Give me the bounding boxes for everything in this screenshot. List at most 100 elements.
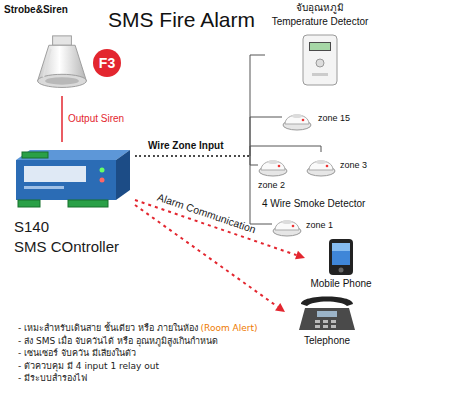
node-art xyxy=(32,34,92,98)
smoke-detector-illustration xyxy=(258,152,288,178)
temperature-node: จับอุณหภูมิ Temperature Detector xyxy=(265,2,377,88)
art-part xyxy=(16,160,116,200)
art-part xyxy=(329,239,353,275)
node-text: zone 1 xyxy=(306,220,333,231)
art-part xyxy=(315,325,320,328)
smoke-detector-illustration xyxy=(272,212,302,238)
art-part xyxy=(24,186,64,189)
art-part xyxy=(317,311,337,317)
node-art xyxy=(258,152,288,182)
art-part xyxy=(309,42,331,51)
node-text: จับอุณหภูมิ xyxy=(265,2,375,14)
node-art xyxy=(297,292,357,336)
art-part xyxy=(292,114,302,118)
art-part xyxy=(24,166,86,182)
node-text: zone 2 xyxy=(258,180,285,191)
siren-illustration xyxy=(32,34,92,94)
node-text: Temperature Detector xyxy=(265,16,375,28)
art-part xyxy=(100,168,105,173)
art-part xyxy=(299,308,355,330)
art-part xyxy=(309,161,333,170)
wire-segment xyxy=(61,96,63,142)
node-art xyxy=(328,238,354,280)
note-text: - เซนเซอร์ จับควัน มีเสียงในตัว xyxy=(18,348,136,358)
note-line: - ส่ง SMS เมื่อ จับควันได้ หรือ อุณหภูมิ… xyxy=(18,335,283,348)
wire-segment xyxy=(250,117,282,156)
note-text: - ตัวควบคุม มี 4 input 1 relay out xyxy=(18,361,159,371)
note-line: - มีระบบสำรองไฟ xyxy=(18,372,283,385)
art-part xyxy=(275,221,299,230)
art-part xyxy=(282,220,292,224)
node-text: Strobe&Siren xyxy=(4,4,68,16)
art-part xyxy=(268,160,278,164)
node-art xyxy=(272,212,302,242)
smoke-detector-node: zone 3 xyxy=(306,152,376,180)
node-art xyxy=(10,142,132,216)
connector xyxy=(135,117,282,156)
art-part xyxy=(93,49,121,77)
wire-segment xyxy=(250,156,258,165)
mobile-phone-illustration xyxy=(328,238,354,276)
art-part xyxy=(312,73,328,76)
node-art xyxy=(282,106,312,136)
art-part xyxy=(100,178,105,183)
node-text: Telephone xyxy=(285,335,369,347)
art-part xyxy=(316,59,324,67)
node-art xyxy=(300,33,340,91)
note-text: - มีระบบสำรองไฟ xyxy=(18,373,87,383)
art-part xyxy=(302,119,305,122)
art-part xyxy=(331,325,336,328)
art-part xyxy=(323,320,328,323)
wire-segment xyxy=(135,155,250,157)
controller-node: S140SMS COntroller xyxy=(10,142,135,260)
art-part xyxy=(53,36,72,45)
art-part xyxy=(45,77,79,85)
wire-segment xyxy=(135,155,250,157)
arrow-head xyxy=(295,251,305,260)
node-text: zone 3 xyxy=(340,160,367,171)
badge-node: F3 xyxy=(92,48,124,78)
art-part xyxy=(68,200,108,207)
smoke-detector-node: zone 1 xyxy=(272,212,347,240)
node-text: Mobile Phone xyxy=(305,278,377,290)
art-part xyxy=(331,320,336,323)
connector xyxy=(135,156,258,165)
smoke-detector-node: zone 2 xyxy=(258,152,294,194)
node-text: SMS COntroller xyxy=(14,238,119,256)
art-part xyxy=(332,243,350,251)
art-part xyxy=(303,35,337,85)
art-part xyxy=(16,150,130,160)
diagram-label: 4 Wire Smoke Detector xyxy=(262,198,365,210)
notes-block: - เหมะสำหรับเดินสาย ชั้นเดียว หรือ ภายใน… xyxy=(18,322,283,385)
art-part xyxy=(292,225,295,228)
wire-segment xyxy=(135,205,278,307)
art-part xyxy=(315,320,320,323)
art-part xyxy=(285,115,309,124)
art-part xyxy=(261,161,285,170)
node-art xyxy=(306,152,336,182)
art-part xyxy=(22,152,48,158)
wire-segment xyxy=(135,155,250,157)
smoke-detector-illustration xyxy=(282,106,312,132)
controller-illustration xyxy=(10,142,132,212)
note-text: - ส่ง SMS เมื่อ จับควันได้ หรือ อุณหภูมิ… xyxy=(18,336,218,346)
wire-segment xyxy=(135,155,250,157)
wire-segment xyxy=(250,146,321,156)
connector xyxy=(62,96,63,142)
smoke-detector-illustration xyxy=(306,152,336,178)
edge-label: Wire Zone Input xyxy=(148,140,223,152)
art-part xyxy=(38,74,87,87)
art-part xyxy=(310,43,330,50)
node-text: S140 xyxy=(14,218,49,236)
art-part xyxy=(332,243,350,265)
art-part xyxy=(116,150,130,200)
art-part xyxy=(18,200,40,207)
telephone-illustration xyxy=(297,292,357,332)
edge-label: Alarm Communication xyxy=(156,190,258,235)
mobile-node: Mobile Phone xyxy=(305,238,379,292)
wire-segment xyxy=(135,155,250,157)
art-part xyxy=(339,268,344,273)
note-line: - เซนเซอร์ จับควัน มีเสียงในตัว xyxy=(18,347,283,360)
art-part xyxy=(316,160,326,164)
